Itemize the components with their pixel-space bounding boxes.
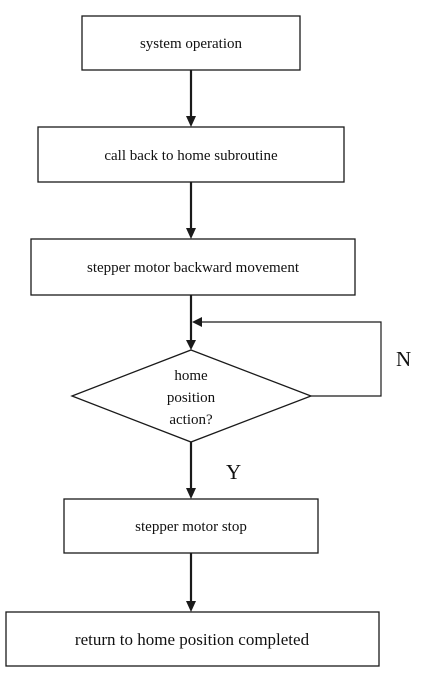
node-motor-stop: stepper motor stop bbox=[63, 498, 319, 554]
edge-backward-to-decision bbox=[186, 295, 196, 350]
node-system-operation: system operation bbox=[81, 15, 301, 71]
decision-label-line-1: home bbox=[174, 368, 208, 384]
decision-label-line-3: action? bbox=[169, 412, 213, 428]
node-call-back-subroutine: call back to home subroutine bbox=[37, 126, 345, 183]
branch-label-yes: Y bbox=[226, 460, 241, 484]
node-completed: return to home position completed bbox=[5, 611, 380, 667]
edge-operation-to-callback bbox=[186, 70, 196, 127]
node-completed-label: return to home position completed bbox=[75, 630, 310, 649]
node-backward-movement-label: stepper motor backward movement bbox=[87, 260, 300, 276]
node-backward-movement: stepper motor backward movement bbox=[30, 238, 356, 296]
node-decision-home-position: home position action? bbox=[70, 349, 313, 443]
edge-no-loop-back bbox=[192, 317, 382, 397]
node-system-operation-label: system operation bbox=[140, 36, 243, 52]
decision-label-line-2: position bbox=[167, 390, 216, 406]
branch-label-no: N bbox=[396, 347, 411, 371]
node-motor-stop-label: stepper motor stop bbox=[135, 519, 247, 535]
edge-stop-to-completed bbox=[186, 553, 196, 612]
node-call-back-subroutine-label: call back to home subroutine bbox=[104, 148, 278, 164]
edge-callback-to-backward bbox=[186, 182, 196, 239]
edge-yes-to-stop bbox=[186, 442, 196, 499]
